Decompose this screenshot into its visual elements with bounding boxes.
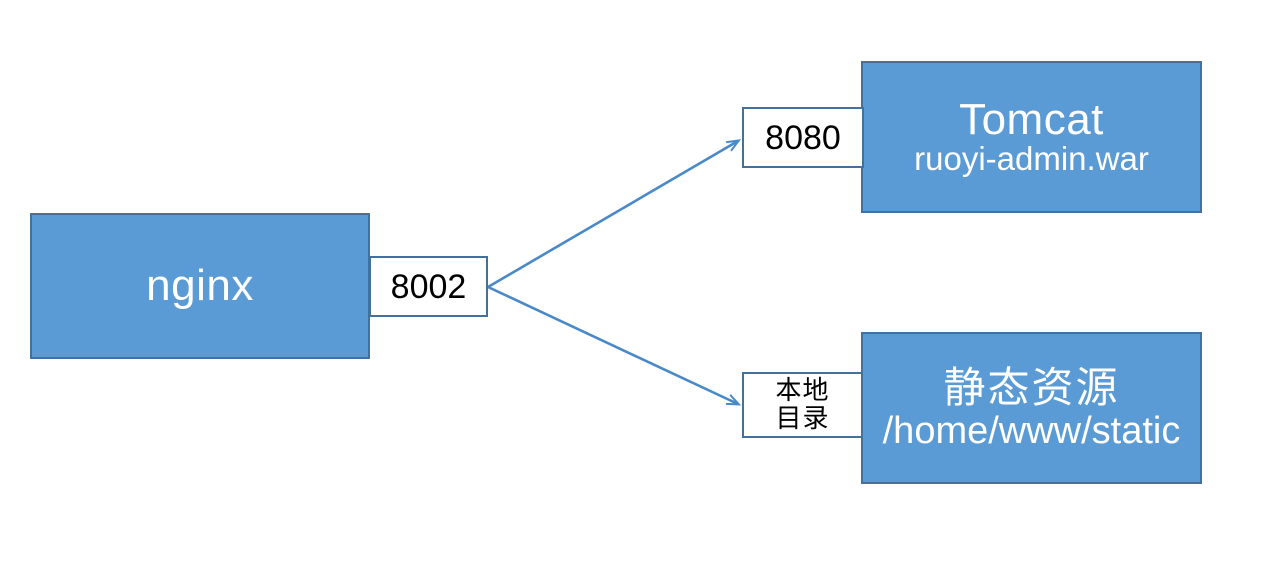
port-8002[interactable]: 8002 [369, 256, 488, 317]
port-local-directory-line2: 目录 [775, 404, 830, 434]
port-8080[interactable]: 8080 [742, 107, 864, 168]
node-static-resources-label: 静态资源 [943, 364, 1120, 412]
port-8080-label: 8080 [765, 118, 841, 157]
node-tomcat-label: Tomcat [959, 94, 1104, 144]
node-tomcat[interactable]: Tomcat ruoyi-admin.war [861, 61, 1202, 213]
node-nginx-label: nginx [146, 261, 254, 311]
port-8002-label: 8002 [390, 267, 467, 306]
node-tomcat-sublabel: ruoyi-admin.war [914, 140, 1149, 178]
port-local-directory-line1: 本地 [775, 375, 830, 406]
connector-nginx-to-tomcat [487, 141, 738, 289]
port-local-directory[interactable]: 本地 目录 [742, 372, 863, 438]
connector-nginx-to-static [487, 285, 738, 404]
node-nginx[interactable]: nginx [30, 213, 370, 359]
node-static-resources-path: /home/www/static [882, 409, 1181, 452]
node-static-resources[interactable]: 静态资源 /home/www/static [861, 332, 1202, 484]
